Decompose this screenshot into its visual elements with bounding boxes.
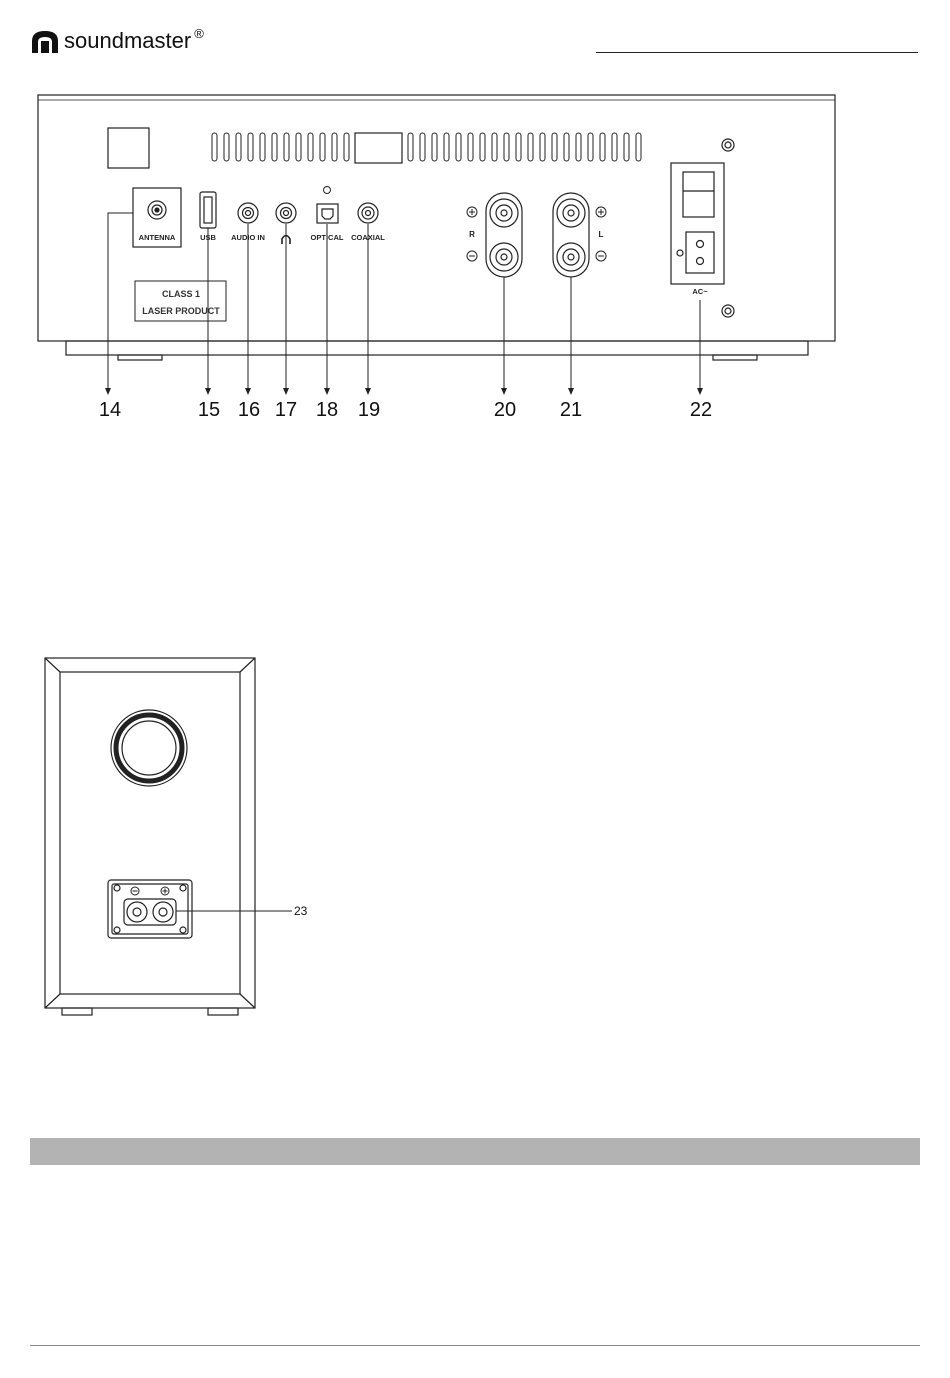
callout-leaders	[108, 213, 700, 390]
antenna-label: ANTENNA	[139, 233, 176, 242]
callout-14: 14	[99, 399, 121, 421]
callout-19: 19	[358, 399, 380, 421]
callout-22: 22	[690, 399, 712, 421]
minus-icon	[467, 251, 477, 261]
minus-icon	[131, 887, 139, 895]
square-panel	[108, 128, 149, 168]
callout-18: 18	[316, 399, 338, 421]
ac-label: AC~	[692, 287, 708, 296]
arrow-heads	[105, 388, 703, 395]
speaker-cabinet-inner	[60, 672, 240, 994]
section-header-band	[30, 1138, 920, 1165]
callout-17: 17	[275, 399, 297, 421]
main-unit-rear-diagram: ANTENNA USB AUDIO IN OPTICAL COAXIAL CLA…	[0, 0, 950, 430]
chassis-base	[66, 341, 808, 355]
callout-20: 20	[494, 399, 516, 421]
callout-15: 15	[198, 399, 220, 421]
right-channel-label: R	[469, 230, 475, 239]
speaker-terminal-right	[486, 193, 522, 277]
display-window	[355, 133, 402, 163]
callout-23: 23	[294, 904, 308, 918]
usb-port	[200, 192, 216, 228]
optical-port	[317, 204, 338, 223]
bass-port	[111, 710, 187, 786]
audio-in-jack	[238, 203, 258, 223]
coaxial-port	[358, 203, 378, 223]
laser-label-line1: CLASS 1	[162, 289, 200, 299]
plus-icon	[467, 207, 477, 217]
optical-indicator	[324, 187, 331, 194]
laser-product-label: CLASS 1 LASER PRODUCT	[135, 281, 226, 321]
plus-icon	[161, 887, 169, 895]
headphone-jack	[276, 203, 296, 223]
speaker-terminal-left	[553, 193, 589, 277]
speaker-terminal-plate	[108, 880, 192, 938]
callout-21: 21	[560, 399, 582, 421]
left-channel-label: L	[599, 230, 604, 239]
speaker-rear-diagram: 23	[0, 640, 360, 1030]
minus-icon	[596, 251, 606, 261]
footer-rule	[30, 1345, 920, 1346]
callout-16: 16	[238, 399, 260, 421]
vent-slots	[212, 133, 641, 161]
plus-icon	[596, 207, 606, 217]
chassis-outline	[38, 95, 835, 341]
laser-label-line2: LASER PRODUCT	[142, 306, 220, 316]
